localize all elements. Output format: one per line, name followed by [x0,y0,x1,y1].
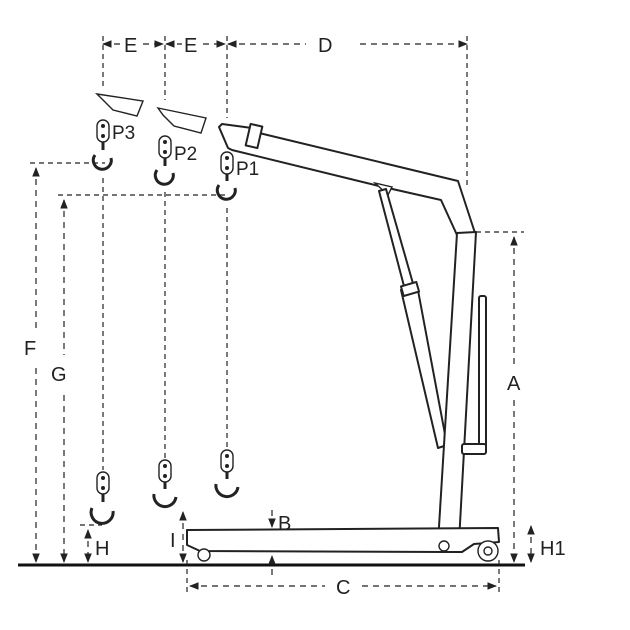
label-g: G [51,364,67,386]
label-f: F [24,338,36,360]
dimension-c [186,560,500,592]
hook-p2-upper [153,135,175,186]
mast-pivot [438,540,450,552]
pump-handle [461,295,487,455]
hook-p2-lower [152,459,178,509]
dimension-h [80,524,102,563]
label-e-2: E [184,35,197,57]
label-b: B [278,513,291,535]
boom-collar [244,122,264,150]
label-p3: P3 [112,123,135,144]
label-i: I [170,530,176,552]
hook-p3-lower [89,471,115,525]
label-p2: P2 [174,144,197,165]
label-c: C [336,577,350,599]
hook-p1-upper [215,151,237,201]
base-frame [186,527,500,562]
hook-p3-upper [91,119,113,171]
hook-p1-lower [214,449,240,499]
boom-tip-ghosts [94,92,207,134]
label-h: H [95,538,109,560]
label-h1: H1 [540,538,566,560]
hook-travel-lines [102,178,228,470]
label-d: D [318,35,332,57]
hydraulic-ram [378,188,448,449]
label-e-1: E [124,35,137,57]
label-p1: P1 [236,159,259,180]
dimension-g [58,194,225,563]
front-wheel [197,548,211,562]
top-dimensions [102,36,468,185]
label-a: A [507,373,521,395]
dimension-f [30,162,105,563]
